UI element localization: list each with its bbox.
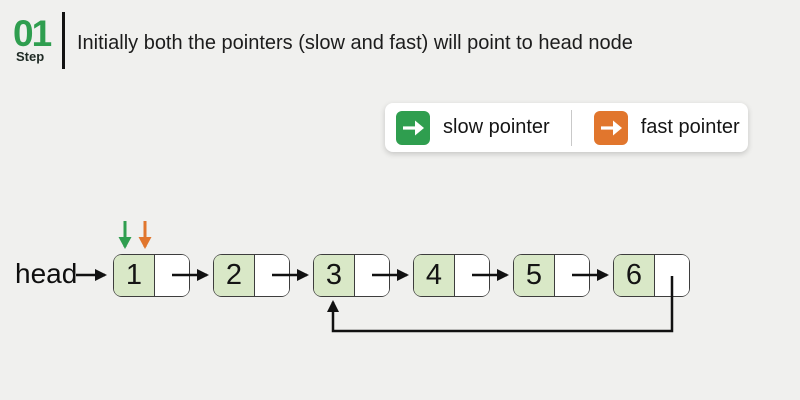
header-divider bbox=[62, 12, 65, 69]
fast-pointer-icon bbox=[593, 110, 628, 145]
slow-pointer-label: slow pointer bbox=[443, 116, 550, 138]
step-number: 01 bbox=[13, 13, 52, 54]
page-title: Initially both the pointers (slow and fa… bbox=[77, 32, 633, 54]
node-value: 2 bbox=[214, 255, 255, 296]
node-pointer-cell bbox=[355, 255, 389, 296]
list-node-5: 5 bbox=[513, 254, 590, 297]
list-node-3: 3 bbox=[313, 254, 390, 297]
node-pointer-cell bbox=[655, 255, 689, 296]
list-node-2: 2 bbox=[213, 254, 290, 297]
list-node-1: 1 bbox=[113, 254, 190, 297]
list-node-4: 4 bbox=[413, 254, 490, 297]
node-pointer-cell bbox=[555, 255, 589, 296]
legend-divider bbox=[570, 109, 572, 146]
legend-item-fast: fast pointer bbox=[593, 110, 740, 145]
head-label: head bbox=[15, 258, 78, 289]
node-value: 6 bbox=[614, 255, 655, 296]
step-label: Step bbox=[16, 49, 45, 64]
fast-pointer-label: fast pointer bbox=[640, 116, 740, 138]
legend-item-slow: slow pointer bbox=[396, 110, 550, 145]
node-value: 5 bbox=[514, 255, 555, 296]
node-value: 3 bbox=[314, 255, 355, 296]
list-node-6: 6 bbox=[613, 254, 690, 297]
legend-box: slow pointer fast pointer bbox=[385, 103, 748, 152]
node-pointer-cell bbox=[155, 255, 189, 296]
node-value: 1 bbox=[114, 255, 155, 296]
node-pointer-cell bbox=[255, 255, 289, 296]
node-pointer-cell bbox=[455, 255, 489, 296]
node-value: 4 bbox=[414, 255, 455, 296]
slow-pointer-icon bbox=[396, 110, 430, 145]
